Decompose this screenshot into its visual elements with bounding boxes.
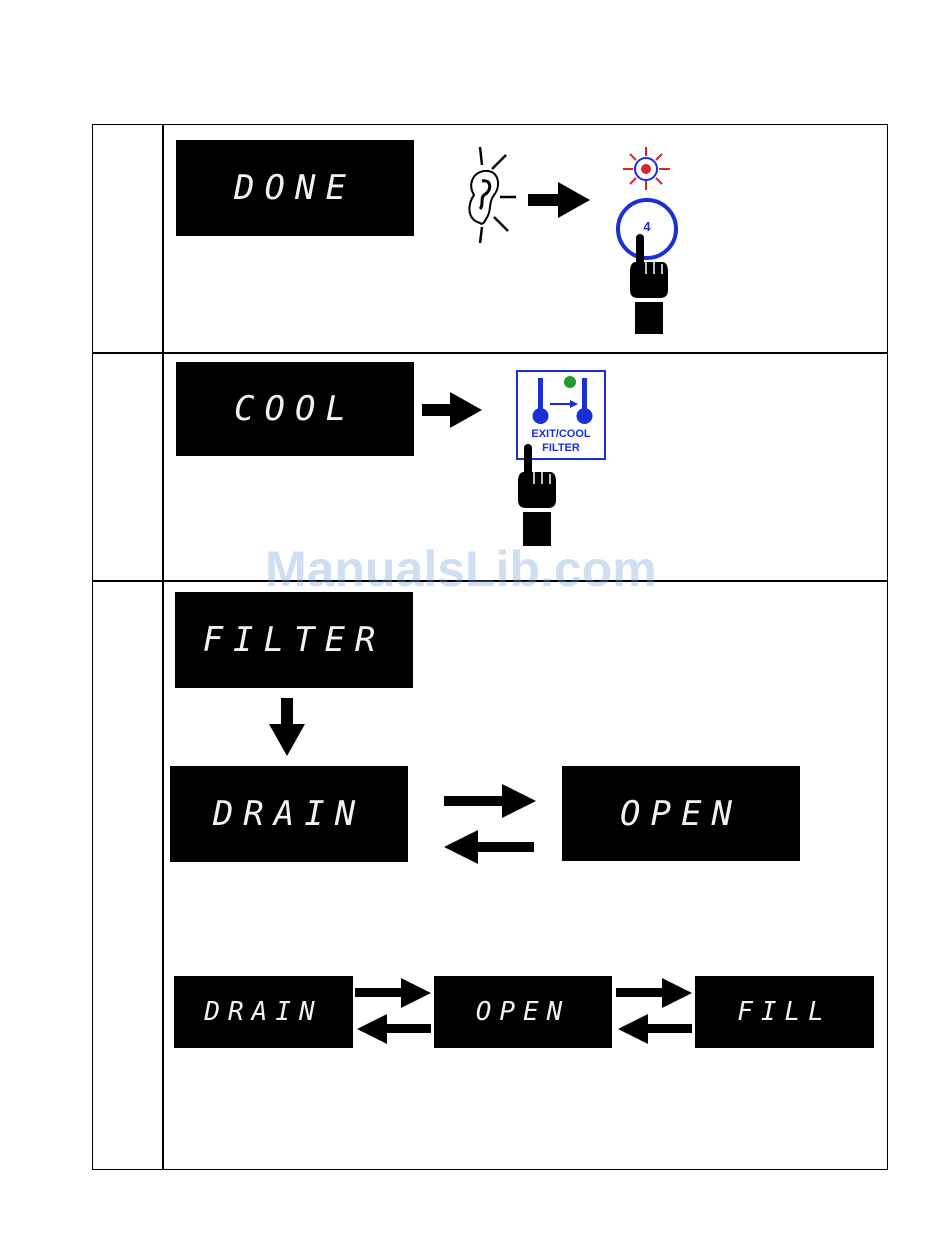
row-divider-1 xyxy=(92,352,888,354)
display-done: DONE xyxy=(176,140,414,236)
watermark: ManualsLib.com xyxy=(265,540,657,598)
arrow-right-icon xyxy=(422,392,484,428)
display-drain-small: DRAIN xyxy=(174,976,353,1048)
indicator-light-icon xyxy=(618,146,676,192)
display-open-small: OPEN xyxy=(434,976,612,1048)
bidirectional-arrows-icon xyxy=(353,976,435,1046)
thermometer-transfer-icon xyxy=(524,374,600,428)
bidirectional-arrows-icon xyxy=(442,784,538,864)
display-drain: DRAIN xyxy=(170,766,408,862)
display-filter: FILTER xyxy=(175,592,413,688)
exit-cool-label-line1: EXIT/COOL xyxy=(518,428,604,441)
bidirectional-arrows-icon xyxy=(614,976,696,1046)
pointing-hand-icon xyxy=(626,232,670,334)
ear-beep-icon xyxy=(458,145,528,245)
column-divider xyxy=(162,124,164,1170)
display-open: OPEN xyxy=(562,766,800,861)
arrow-down-icon xyxy=(268,698,306,758)
display-cool: COOL xyxy=(176,362,414,456)
pointing-hand-icon xyxy=(514,442,558,546)
arrow-right-icon xyxy=(528,182,592,218)
display-fill-small: FILL xyxy=(695,976,874,1048)
